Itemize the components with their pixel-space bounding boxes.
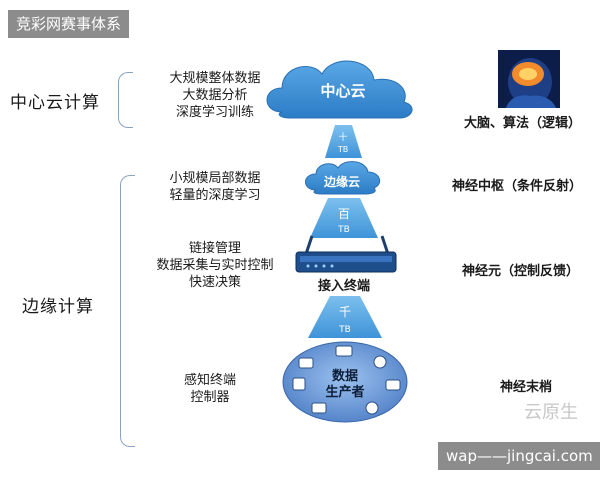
access-description: 链接管理 数据采集与实时控制 快速决策 bbox=[140, 240, 290, 291]
edge-cloud-description: 小规模局部数据 轻量的深度学习 bbox=[150, 170, 280, 204]
producer-ellipse: 数据 生产者 bbox=[282, 341, 408, 423]
center-line-1: 大规模整体数据 bbox=[169, 71, 261, 86]
group-label-center: 中心云计算 bbox=[10, 93, 100, 113]
link-mid-shape bbox=[310, 198, 378, 238]
device-icon bbox=[292, 345, 401, 415]
brain-icon bbox=[498, 50, 560, 108]
link-mid-char: 百 bbox=[338, 207, 350, 221]
brace-center bbox=[118, 72, 133, 128]
device-description: 感知终端 控制器 bbox=[160, 372, 260, 406]
link-top: 十 TB bbox=[325, 125, 362, 158]
center-cloud: 中心云 bbox=[266, 60, 413, 119]
router-icon bbox=[295, 235, 397, 273]
edge-cloud-shape bbox=[305, 161, 381, 195]
device-line-1: 感知终端 bbox=[183, 373, 236, 388]
right-label-nerve-end: 神经末梢 bbox=[500, 380, 553, 395]
center-line-3: 深度学习训练 bbox=[175, 105, 254, 120]
link-bottom-char: 千 bbox=[339, 305, 351, 319]
bottom-banner-text: wap——jingcai.com bbox=[446, 447, 593, 465]
right-label-center-nerve: 神经中枢（条件反射） bbox=[452, 179, 583, 194]
right-label-brain: 大脑、算法（逻辑） bbox=[464, 116, 582, 131]
access-line-2: 数据采集与实时控制 bbox=[156, 258, 274, 273]
edge-cloud-line-2: 轻量的深度学习 bbox=[169, 188, 261, 203]
link-top-char: 十 bbox=[338, 131, 347, 143]
center-cloud-label: 中心云 bbox=[320, 82, 365, 100]
link-mid-unit: TB bbox=[337, 225, 350, 235]
right-label-neuron: 神经元（控制反馈） bbox=[462, 264, 580, 279]
link-top-unit: TB bbox=[337, 145, 348, 154]
brace-edge bbox=[120, 175, 135, 447]
link-bottom-shape bbox=[308, 296, 382, 338]
top-banner: 竞彩网赛事体系 bbox=[8, 10, 130, 38]
link-top-shape bbox=[325, 125, 362, 158]
center-line-2: 大数据分析 bbox=[182, 88, 248, 103]
top-banner-text: 竞彩网赛事体系 bbox=[16, 15, 122, 33]
device-line-2: 控制器 bbox=[190, 390, 230, 405]
link-bottom-unit: TB bbox=[338, 325, 351, 335]
edge-cloud-label: 边缘云 bbox=[323, 174, 360, 189]
access-line-3: 快速决策 bbox=[188, 275, 241, 290]
center-cloud-shape bbox=[266, 60, 413, 119]
edge-cloud-line-1: 小规模局部数据 bbox=[169, 171, 261, 186]
access-line-1: 链接管理 bbox=[188, 241, 241, 256]
link-bottom: 千 TB bbox=[308, 296, 382, 338]
producer-line-1: 数据 bbox=[332, 368, 358, 384]
center-description: 大规模整体数据 大数据分析 深度学习训练 bbox=[150, 70, 280, 121]
watermark: 云原生 bbox=[524, 402, 578, 423]
bottom-banner: wap——jingcai.com bbox=[438, 442, 600, 470]
link-mid: 百 TB bbox=[310, 198, 378, 238]
access-label: 接入终端 bbox=[318, 278, 370, 294]
group-label-edge: 边缘计算 bbox=[22, 297, 94, 317]
edge-cloud: 边缘云 bbox=[305, 161, 381, 195]
producer-line-2: 生产者 bbox=[325, 384, 364, 400]
